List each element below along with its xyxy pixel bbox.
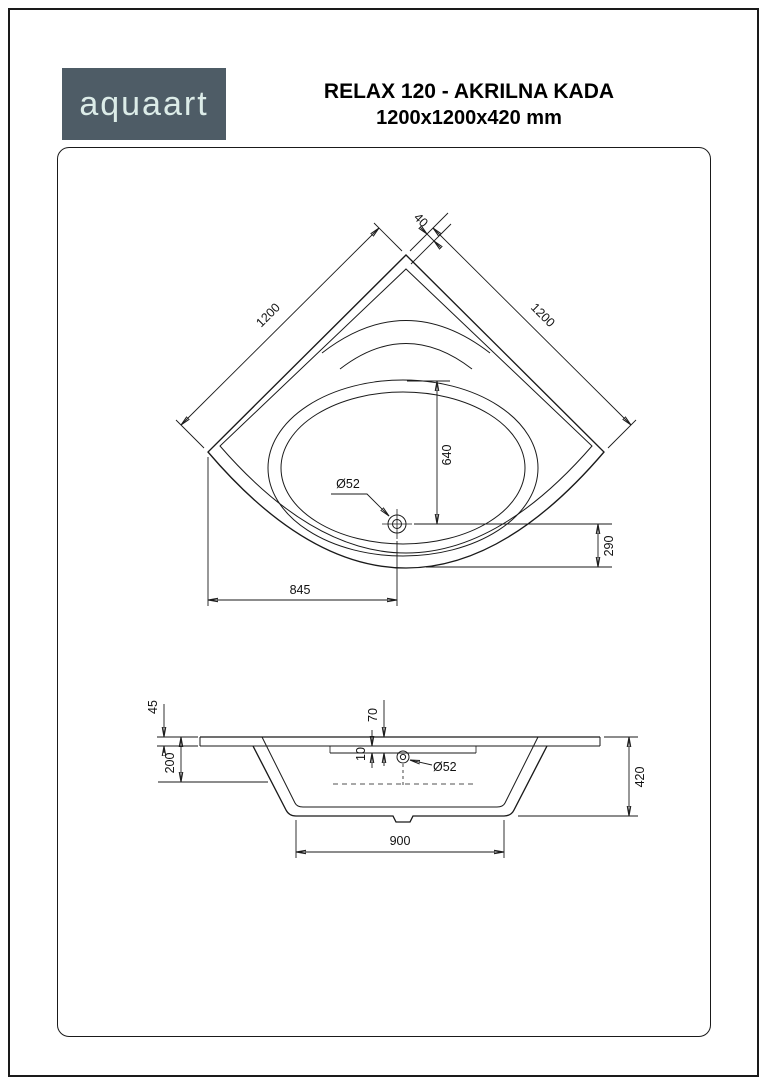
dim-side-right-label: 1200 [528, 300, 558, 330]
dim-seat-step-label: 10 [354, 747, 368, 761]
side-view-drawing: 45 200 70 10 Ø52 420 [146, 700, 647, 858]
dim-drain-to-front-label: 290 [602, 536, 616, 557]
drain-section-outer [396, 750, 410, 764]
drain-diameter-callout-section: Ø52 [410, 760, 457, 774]
headrest-inner-curve [339, 343, 473, 370]
dim-depth-left: 200 [158, 737, 268, 783]
page-border [8, 8, 759, 1077]
product-dimensions: 1200x1200x420 mm [376, 107, 562, 130]
dim-side-left: 1200 [175, 222, 403, 449]
tub-outer-edge [207, 254, 605, 569]
dim-total-height: 420 [518, 736, 647, 817]
dim-base-width-label: 900 [390, 834, 411, 848]
dim-rim-width-label: 40 [411, 210, 431, 230]
dim-seat-depth: 70 [366, 700, 384, 766]
dim-rim-lip: 45 [146, 700, 198, 753]
drawing-frame [57, 147, 711, 1037]
dim-drain-from-left: 845 [207, 457, 398, 606]
dim-drain-depth-label: 640 [440, 445, 454, 466]
dim-drain-to-front: 290 [426, 524, 616, 568]
product-title: RELAX 120 - AKRILNA KADA [323, 80, 615, 103]
dim-side-right: 1200 [409, 212, 637, 449]
dim-seat-depth-label: 70 [366, 708, 380, 722]
basin-inner-oval [280, 391, 526, 545]
basin-outer-oval [267, 379, 539, 557]
dim-depth-left-label: 200 [163, 753, 177, 774]
dim-seat-step: 10 [354, 730, 372, 768]
tub-inner-profile [261, 736, 539, 808]
tub-inner-rim [219, 268, 593, 554]
dim-rim-width: 40 [410, 210, 452, 265]
dim-drain-from-left-label: 845 [290, 583, 311, 597]
top-view-drawing: 1200 1200 40 640 290 [175, 210, 637, 606]
dim-base-width: 900 [295, 820, 505, 858]
dim-total-height-label: 420 [633, 767, 647, 788]
drain-diameter-label-plan: Ø52 [336, 477, 360, 491]
aquaart-logo: aquaart [62, 68, 226, 140]
dim-drain-depth: 640 [407, 380, 454, 524]
tub-outer-profile [252, 745, 548, 823]
title-block: RELAX 120 - AKRILNA KADA 1200x1200x420 m… [226, 80, 712, 130]
drain-diameter-label-section: Ø52 [433, 760, 457, 774]
drain-section-inner [399, 753, 407, 761]
dim-rim-lip-label: 45 [146, 700, 160, 714]
drain-diameter-callout-plan: Ø52 [331, 477, 389, 516]
drain-plan [382, 509, 412, 539]
logo-wordmark: aquaart [79, 84, 209, 123]
dim-side-left-label: 1200 [253, 300, 283, 330]
